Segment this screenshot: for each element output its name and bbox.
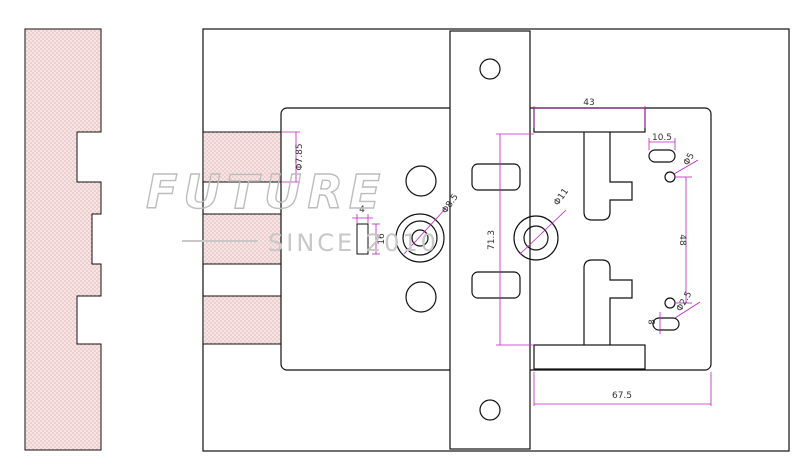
right-bore-outer	[513, 215, 559, 261]
lower-t-slot	[583, 259, 633, 345]
bottom-bar	[533, 344, 646, 370]
clamp-bar-top-hole	[479, 58, 501, 80]
plate-center-bore-inner	[411, 229, 429, 247]
dim-10-5: 10.5	[652, 133, 672, 143]
right-upper-oblong	[648, 149, 676, 163]
dim-43: 43	[583, 98, 594, 108]
dim-8: 8	[648, 319, 658, 325]
clamp-bar-lower-slot	[471, 271, 521, 299]
plate-center-bore-outer	[395, 213, 445, 263]
dim-16: 16	[377, 233, 387, 245]
clamp-bar-bottom-hole	[479, 399, 501, 421]
upper-t-slot	[583, 132, 633, 221]
dim-71-3: 71.3	[487, 230, 497, 250]
clamp-bar	[449, 30, 531, 450]
plate-upper-hole	[405, 165, 437, 197]
clamp-bar-upper-slot	[471, 163, 521, 191]
plate-center-bore-mid	[402, 220, 438, 256]
guide-rail-top	[202, 131, 282, 183]
guide-rail-bottom	[202, 295, 282, 345]
dim-67-5: 67.5	[612, 391, 632, 401]
right-upper-small-hole	[664, 171, 676, 183]
dimension-lines	[281, 106, 712, 406]
right-lower-oblong	[652, 317, 680, 331]
right-lower-small-hole	[664, 297, 676, 309]
watermark-brand: FUTURE	[146, 165, 386, 219]
dim-4: 4	[359, 205, 365, 215]
dim-7-85: Φ7.85	[295, 143, 305, 170]
side-view-profile	[24, 28, 102, 451]
right-bore-inner	[523, 225, 549, 251]
small-rect-slot	[356, 223, 369, 255]
dim-48: 48	[677, 234, 687, 246]
watermark-since: SINCE 2010	[268, 229, 439, 257]
plate-lower-hole	[405, 281, 437, 313]
watermark: FUTURE SINCE 2010	[145, 164, 439, 257]
